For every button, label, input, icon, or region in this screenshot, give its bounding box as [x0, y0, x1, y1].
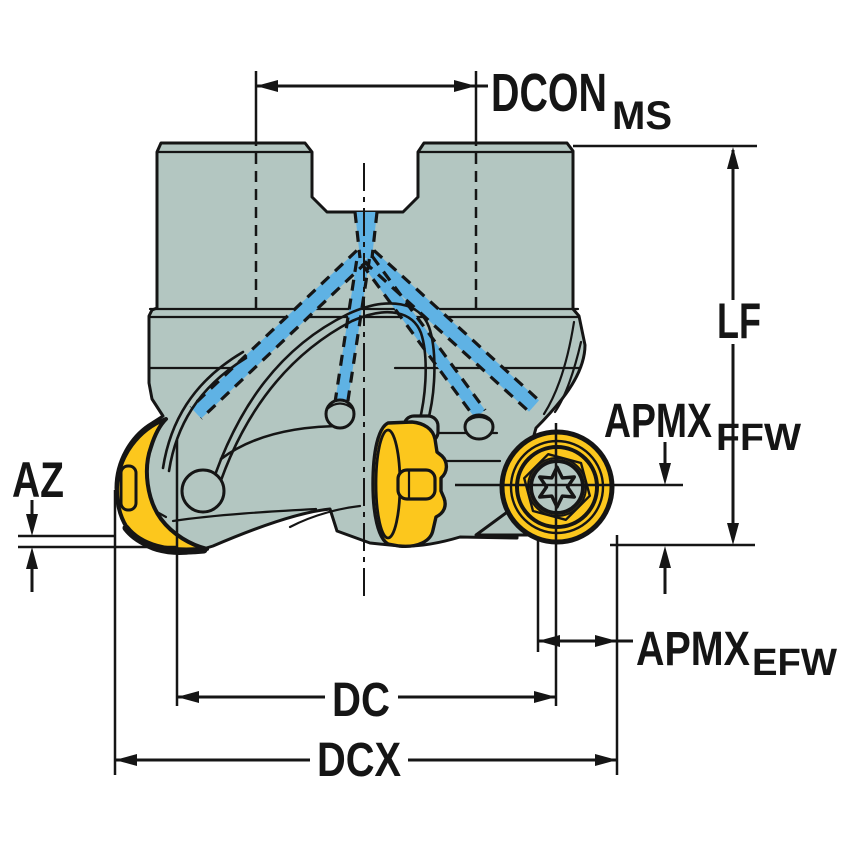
coolant-branch-left-outer — [190, 250, 368, 419]
dim-label-dc: DC — [332, 674, 390, 727]
chip-pocket-curves — [161, 302, 436, 510]
insert-left-slot — [119, 464, 138, 512]
dim-label-apmx-efw-sub: EFW — [752, 642, 837, 684]
dim-label-apmx-efw: APMX — [636, 623, 750, 676]
dim-label-dcon-sub: MS — [612, 94, 672, 138]
coolant-branch-right-outer — [364, 250, 539, 412]
coolant-dashed-edges — [189, 211, 541, 420]
dim-label-apmx-ffw-sub: FFW — [716, 417, 801, 459]
coolant-neck — [355, 212, 377, 258]
insert-middle-side-view — [371, 414, 449, 549]
dim-label-az: AZ — [12, 452, 64, 508]
dim-label-lf: LF — [717, 293, 761, 349]
dimension-dcon: DCON MS — [254, 63, 672, 146]
insert-right-facet-hexagon — [523, 453, 591, 521]
clamp-screw-hole — [180, 468, 226, 514]
dimension-dcx: DCX — [113, 490, 617, 787]
coolant-nozzle-center — [324, 398, 356, 430]
dimension-apmx-efw: APMX EFW — [536, 423, 837, 775]
dim-label-apmx-ffw: APMX — [604, 395, 712, 448]
dimension-apmx-ffw: APMX FFW — [455, 395, 801, 594]
dimension-lf: LF — [573, 144, 761, 547]
coolant-nozzle-right — [463, 413, 495, 441]
insert-middle-clamp-slot — [396, 468, 437, 501]
dim-label-dcx: DCX — [317, 734, 401, 787]
dimension-dc: DC — [175, 440, 556, 727]
dim-label-dcon: DCON — [491, 63, 607, 123]
dimension-az: AZ — [12, 452, 177, 592]
coolant-branch-left-inner — [334, 259, 370, 403]
